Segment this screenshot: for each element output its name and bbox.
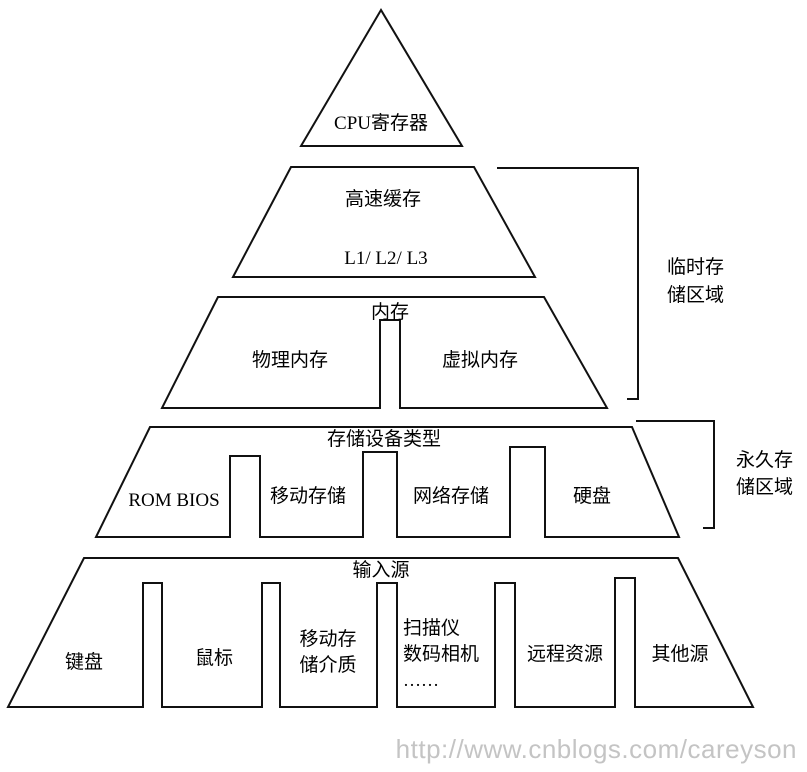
permanent-storage-label-line2: 储区域	[736, 476, 793, 498]
removable-media-label-line2: 储介质	[299, 654, 356, 676]
rom-bios-label: ROM BIOS	[128, 490, 219, 511]
level-memory: 内存 物理内存 虚拟内存	[160, 296, 609, 409]
scanner-label: 扫描仪	[403, 617, 460, 639]
cache-trapezoid	[231, 166, 537, 278]
cpu-registers-label: CPU寄存器	[334, 112, 428, 134]
temporary-storage-label-line2: 储区域	[667, 284, 724, 306]
cpu-triangle	[299, 8, 464, 147]
cache-levels-label: L1/ L2/ L3	[344, 248, 427, 269]
other-sources-label: 其他源	[651, 643, 708, 665]
memory-trapezoid	[160, 296, 609, 409]
mouse-label: 鼠标	[195, 647, 233, 669]
keyboard-label: 键盘	[65, 651, 103, 673]
cache-label: 高速缓存	[345, 188, 421, 210]
network-storage-label: 网络存储	[413, 485, 489, 507]
permanent-storage-label-line1: 永久存	[736, 449, 793, 471]
remote-resources-label: 远程资源	[527, 643, 603, 665]
temporary-storage-bracket: 临时存 储区域	[497, 167, 724, 400]
storage-trapezoid	[94, 426, 681, 538]
permanent-storage-bracket: 永久存 储区域	[636, 420, 793, 529]
input-trapezoid	[6, 557, 755, 708]
virtual-memory-label: 虚拟内存	[442, 349, 518, 371]
storage-types-label: 存储设备类型	[327, 428, 441, 450]
level-input-sources: 输入源 键盘 鼠标 移动存 储介质 扫描仪 数码相机 …… 远程资源 其他源	[6, 557, 755, 708]
physical-memory-label: 物理内存	[252, 349, 328, 371]
input-sources-label: 输入源	[352, 559, 409, 581]
temporary-bracket-line	[497, 167, 639, 400]
removable-storage-label: 移动存储	[270, 485, 346, 507]
level-storage-devices: 存储设备类型 ROM BIOS 移动存储 网络存储 硬盘	[94, 426, 681, 538]
hard-disk-label: 硬盘	[573, 485, 611, 507]
permanent-bracket-line	[636, 420, 715, 529]
level-cpu-registers: CPU寄存器	[299, 8, 464, 147]
ellipsis-label: ……	[403, 670, 439, 690]
level-cache: 高速缓存 L1/ L2/ L3	[231, 166, 537, 278]
watermark-url: http://www.cnblogs.com/careyson	[396, 734, 797, 764]
memory-label: 内存	[371, 301, 409, 323]
temporary-storage-label-line1: 临时存	[667, 256, 724, 278]
digital-camera-label: 数码相机	[403, 643, 479, 665]
removable-media-label-line1: 移动存	[299, 628, 356, 650]
